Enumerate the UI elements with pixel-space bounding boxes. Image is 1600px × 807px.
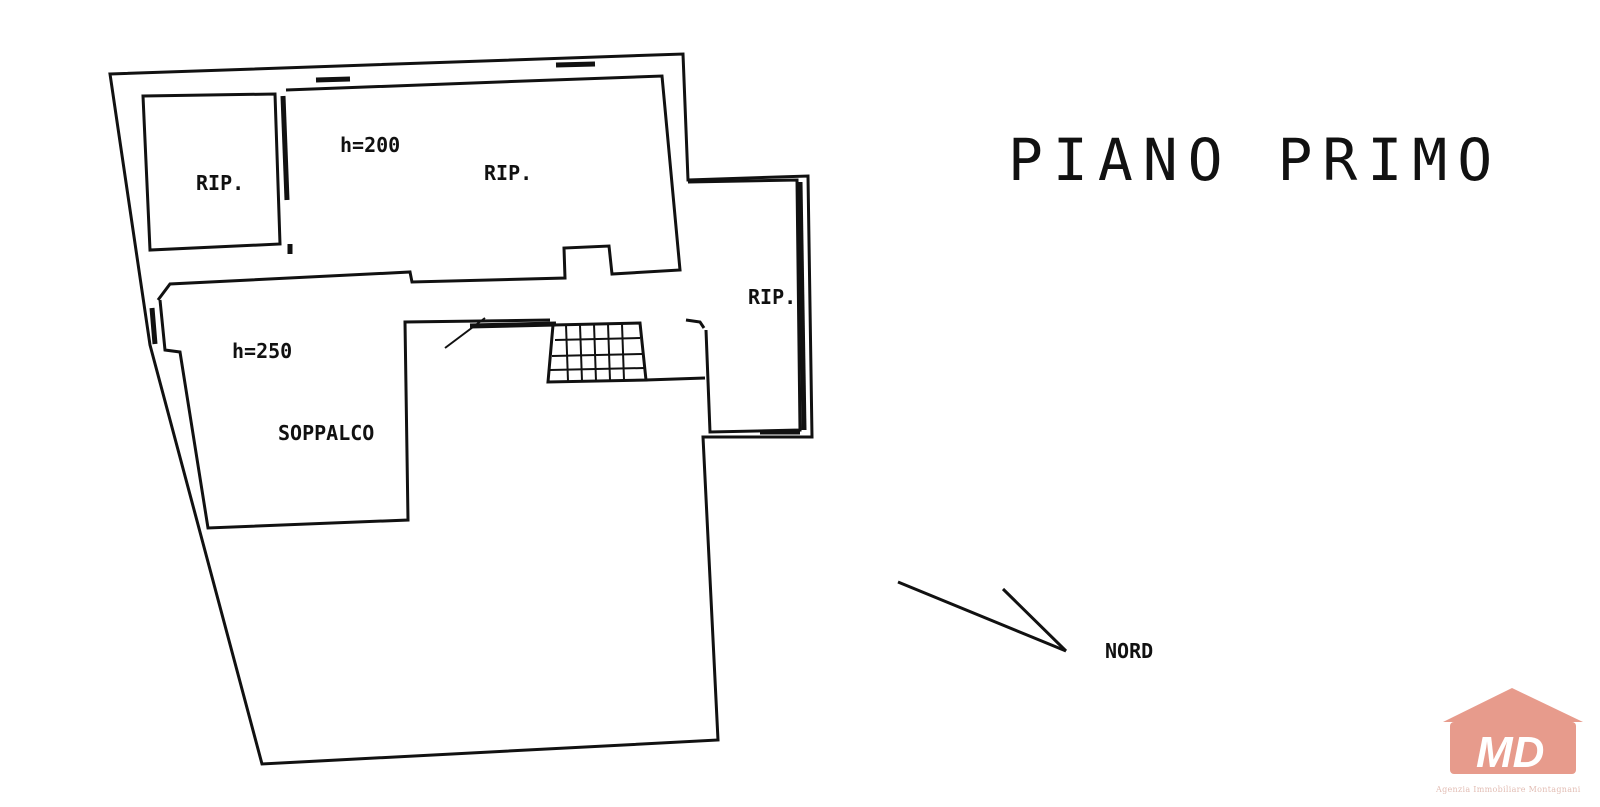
logo-initials: MD <box>1476 728 1544 777</box>
window-top-2 <box>555 61 596 68</box>
north-arrow-icon <box>897 580 1068 653</box>
door-jamb <box>685 318 706 329</box>
logo-tagline: Agenzia Immobiliare Montagnani <box>1435 785 1581 794</box>
staircase <box>546 321 706 384</box>
door-swing <box>444 317 486 349</box>
window-top-1 <box>315 76 351 83</box>
mezzanine-window <box>149 307 158 345</box>
agency-logo: MD Agenzia Immobiliare Montagnani <box>1435 688 1583 794</box>
wall-rip-top-left <box>141 92 282 252</box>
label-rip-top-center: RIP. <box>484 161 532 185</box>
interior-wall <box>280 95 290 201</box>
page-title: PIANO PRIMO <box>1008 126 1502 194</box>
label-height-200: h=200 <box>340 133 400 157</box>
logo-badge <box>1450 722 1576 774</box>
label-rip-top-left: RIP. <box>196 171 244 195</box>
wall-rip-top-center <box>156 74 682 301</box>
outer-wall <box>108 52 814 766</box>
label-height-250: h=250 <box>232 339 292 363</box>
label-soppalco: SOPPALCO <box>278 421 374 445</box>
north-label: NORD <box>1105 639 1153 663</box>
wall-mezzanine <box>158 299 551 530</box>
wall-rip-right-thick <box>797 181 807 431</box>
label-rip-right: RIP. <box>748 285 796 309</box>
logo-roof-icon <box>1443 688 1583 722</box>
railing <box>469 321 557 329</box>
